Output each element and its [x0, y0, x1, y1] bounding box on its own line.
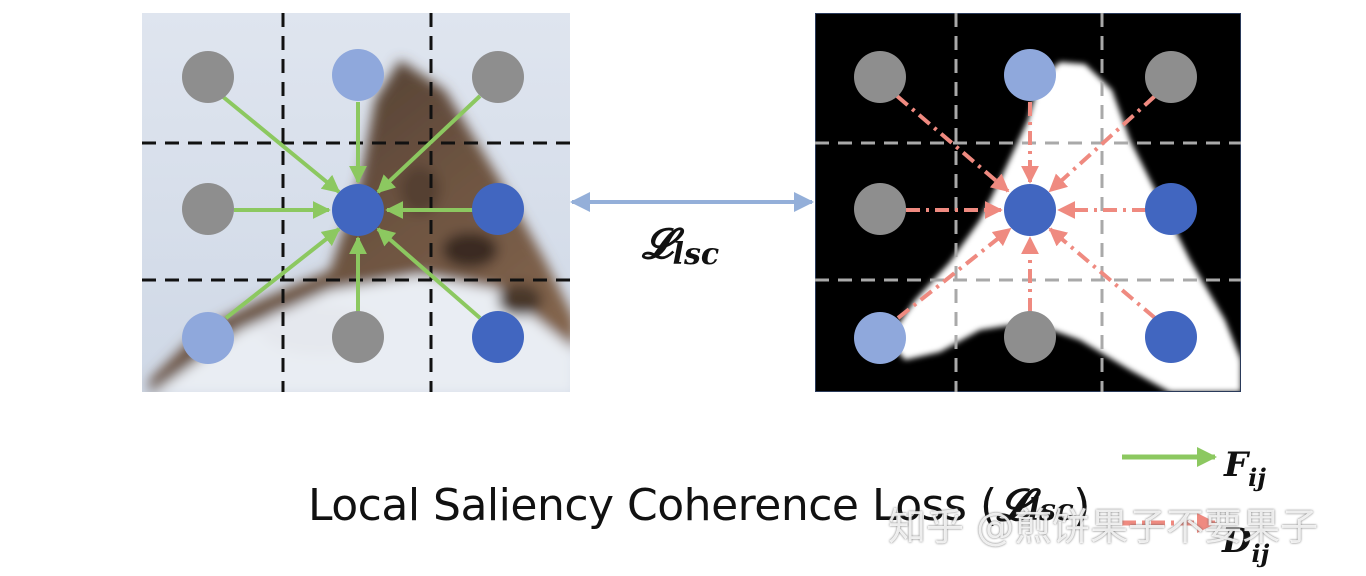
legend-d-sub: ij	[1251, 539, 1269, 568]
node-dark-blue	[472, 183, 524, 235]
arrow-d-top-left	[895, 94, 1010, 193]
caption-close-paren: )	[1073, 480, 1090, 531]
legend: Fij Dij	[1122, 445, 1270, 568]
right-arrows	[895, 94, 1157, 320]
caption-symbol: 𝓛	[996, 480, 1029, 531]
arrow-d-bottom-right	[1048, 227, 1157, 320]
node-gray	[1145, 51, 1197, 103]
arrow-f-bottom-left	[224, 227, 341, 320]
watermark: 知乎 @煎饼果子不要果子	[888, 505, 1319, 549]
loss-label: 𝓛lsc	[641, 219, 719, 272]
legend-f-main: F	[1223, 445, 1251, 485]
node-gray	[854, 51, 906, 103]
node-light-blue	[332, 49, 384, 101]
node-dark-blue	[472, 311, 524, 363]
arrow-d-bottom-left	[896, 227, 1012, 320]
node-center	[332, 184, 384, 236]
node-center	[1004, 184, 1056, 236]
node-gray	[332, 311, 384, 363]
node-light-blue	[182, 312, 234, 364]
arrow-d-top-right	[1048, 94, 1157, 193]
node-dark-blue	[1145, 183, 1197, 235]
caption-text: Local Saliency Coherence Loss	[308, 480, 967, 531]
legend-d-label: Dij	[1221, 521, 1270, 568]
arrow-f-top-right	[376, 94, 482, 194]
node-gray	[854, 183, 906, 235]
node-dark-blue	[1145, 311, 1197, 363]
loss-label-sub: lsc	[673, 237, 720, 272]
caption-open-paren: (	[979, 480, 997, 531]
node-light-blue	[1004, 49, 1056, 101]
node-gray	[182, 51, 234, 103]
legend-f-sub: ij	[1248, 463, 1266, 492]
node-gray	[1004, 311, 1056, 363]
left-arrows	[220, 94, 482, 320]
legend-d-main: D	[1221, 521, 1252, 561]
legend-f-label: Fij	[1223, 445, 1266, 492]
arrow-f-top-left	[220, 94, 341, 194]
caption: Local Saliency Coherence Loss (𝓛lsc)	[308, 480, 1090, 531]
node-gray	[472, 51, 524, 103]
left-nodes	[182, 49, 524, 364]
right-nodes	[854, 49, 1197, 364]
caption-symbol-sub: lsc	[1028, 493, 1074, 528]
arrow-f-bottom-right	[376, 227, 482, 320]
node-gray	[182, 183, 234, 235]
node-light-blue	[854, 312, 906, 364]
